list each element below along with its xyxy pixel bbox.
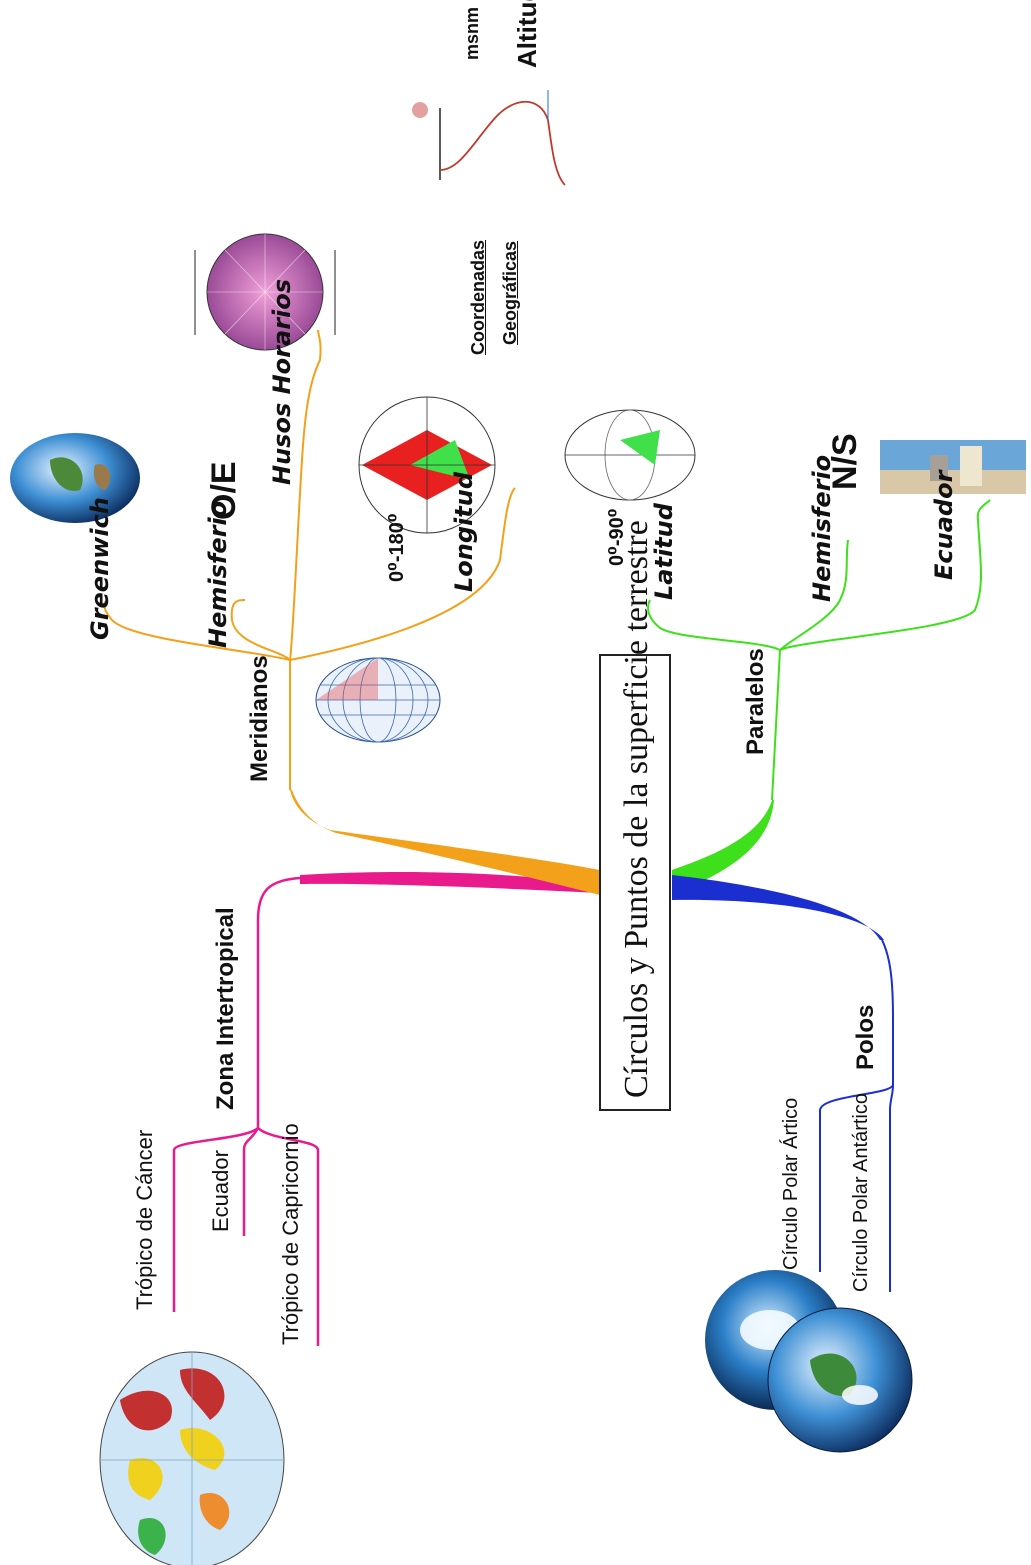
- meridianos-hemisferio-value: O/E: [205, 461, 244, 520]
- meridians-globe-image: [316, 658, 440, 742]
- circulo-polar-antartico-label: Círculo Polar Antártico: [850, 1093, 873, 1292]
- latitud-label: Latitud: [650, 503, 678, 600]
- latitud-range-label: 0⁰-90⁰: [604, 508, 629, 566]
- altitude-profile-image: [412, 90, 565, 185]
- meridianos-label: Meridianos: [246, 655, 274, 782]
- world-map-image: [100, 1352, 284, 1565]
- time-zones-globe-image: [195, 234, 335, 350]
- greenwich-label: Greenwich: [86, 497, 114, 640]
- msnm-label: msnm: [462, 7, 483, 60]
- tropico-capricornio-label: Trópico de Capricornio: [278, 1123, 304, 1345]
- branch-polos-main: [672, 875, 884, 940]
- polos-label: Polos: [852, 1005, 880, 1070]
- altitud-label: Altitud: [512, 0, 543, 68]
- husos-horarios-label: Husos Horarios: [268, 279, 296, 485]
- longitud-range-label: 0⁰-180⁰: [384, 513, 409, 582]
- central-topic: Círculos y Puntos de la superficie terre…: [618, 520, 656, 1098]
- ecuador-paralelos-label: Ecuador: [930, 471, 958, 580]
- coordenadas-label: Coordenadas: [468, 240, 489, 355]
- paralelos-label: Paralelos: [742, 648, 770, 755]
- zona-intertropical-label: Zona Intertropical: [212, 907, 240, 1110]
- paralelos-hemisferio-value: N/S: [826, 433, 865, 490]
- latitude-diagram-image: [565, 410, 695, 500]
- geograficas-label: Geográficas: [500, 241, 521, 345]
- ecuador-zona-label: Ecuador: [208, 1150, 234, 1232]
- polar-globes-image: [705, 1270, 912, 1452]
- longitud-label: Longitud: [450, 472, 478, 592]
- circulo-polar-artico-label: Círculo Polar Ártico: [780, 1098, 803, 1270]
- tropico-cancer-label: Trópico de Cáncer: [132, 1130, 158, 1310]
- meridianos-hemisferio-label: Hemisferio: [204, 501, 232, 648]
- greenwich-globe-image: [10, 433, 140, 523]
